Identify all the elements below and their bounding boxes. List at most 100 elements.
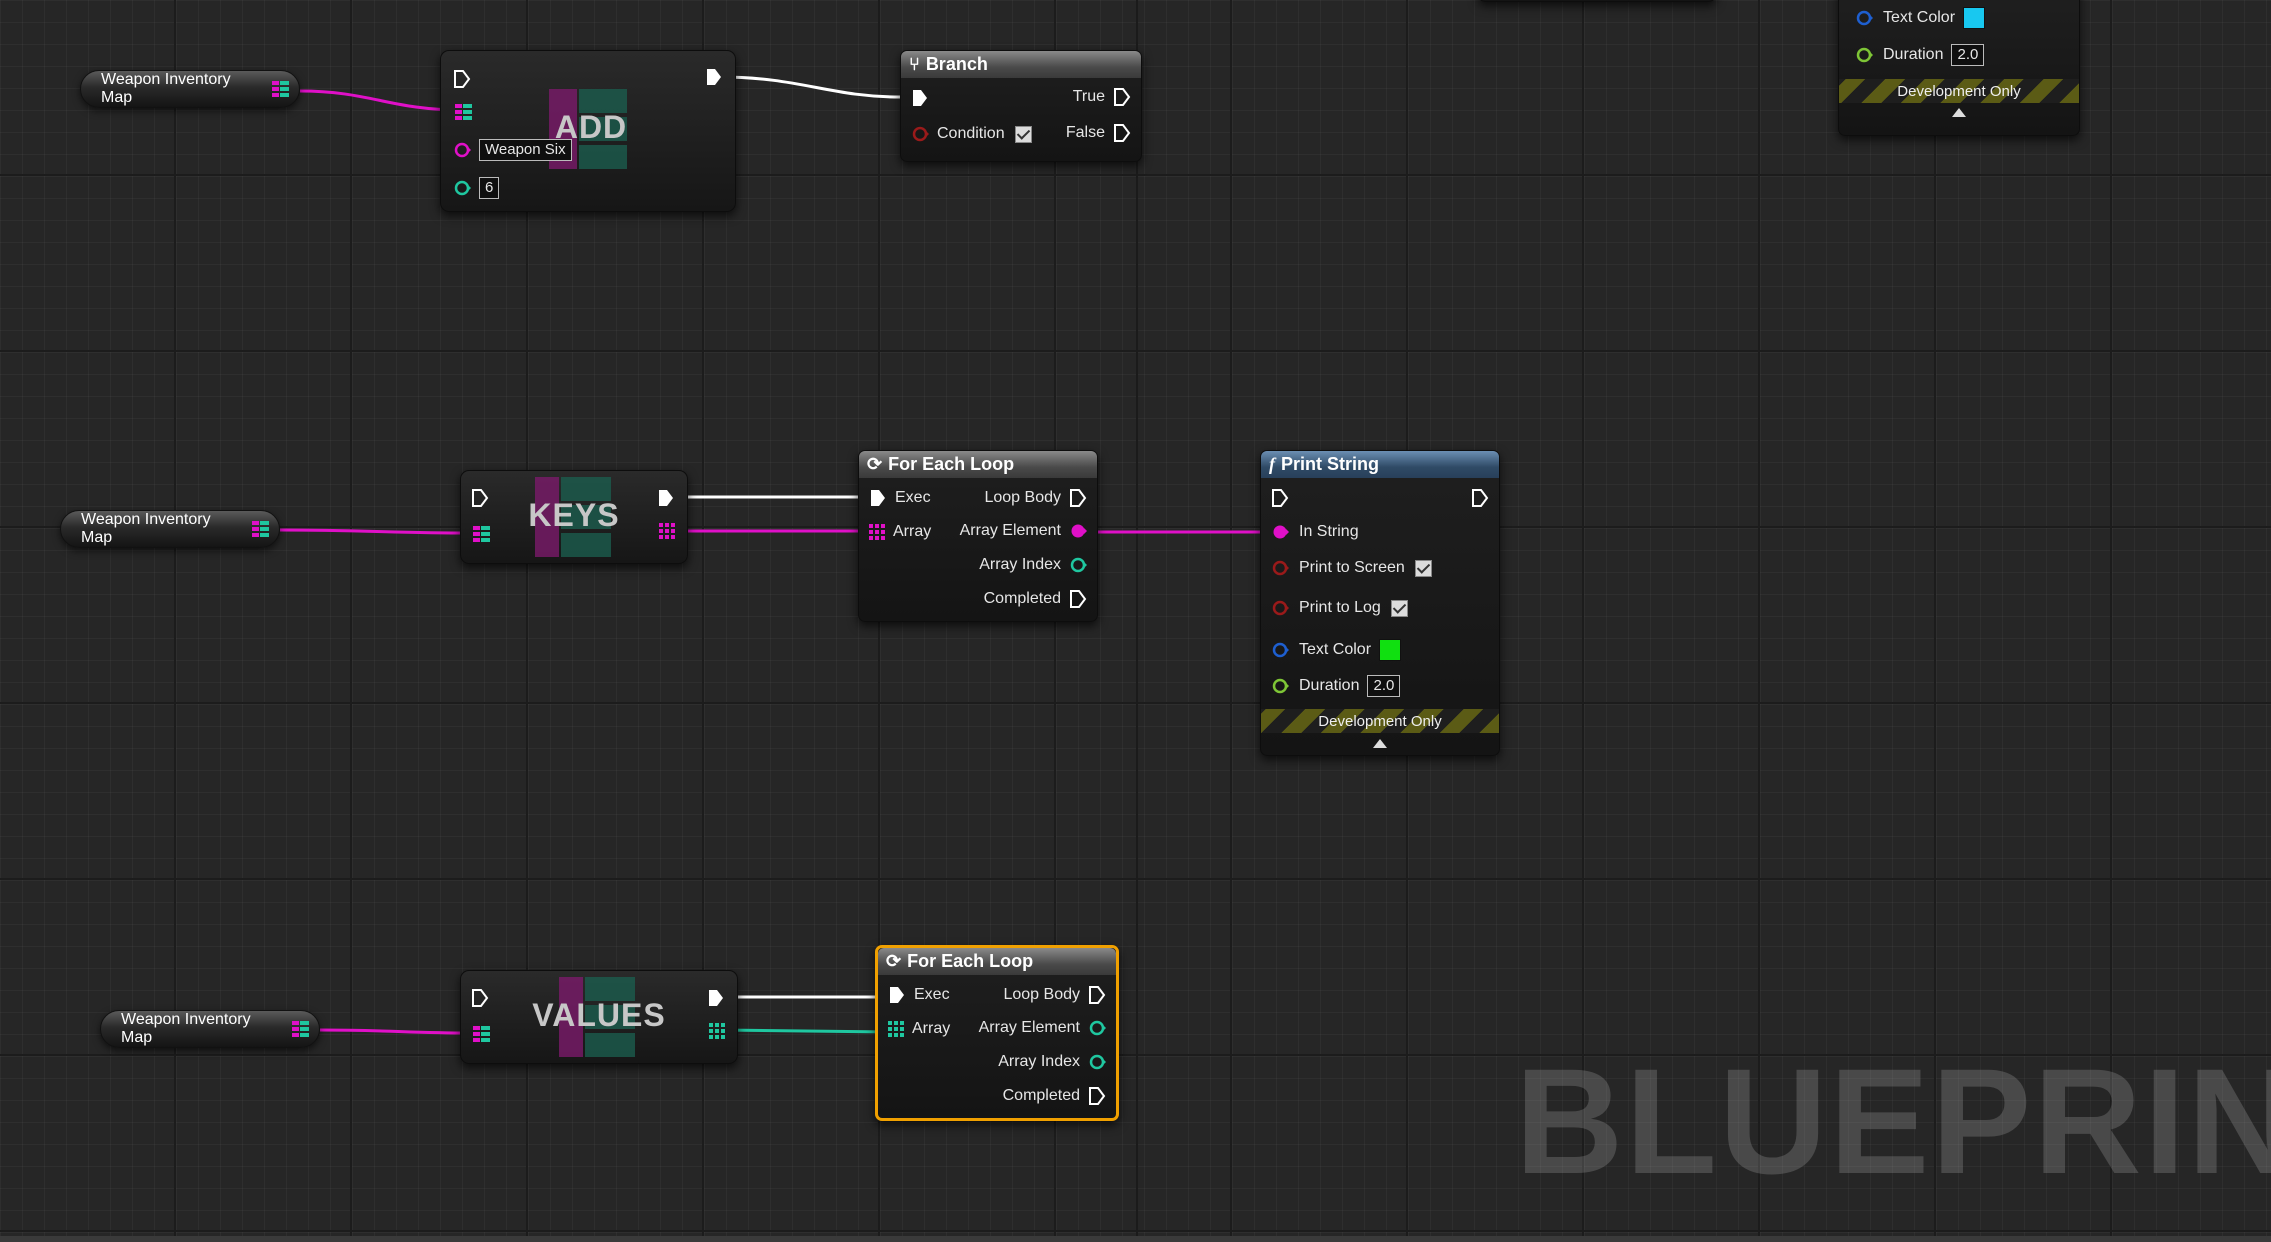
exec-false-pin-icon[interactable] [1113,123,1131,143]
weapon-inventory-map-var-3[interactable]: Weapon Inventory Map [100,1010,320,1048]
condition-checkbox[interactable] [1014,125,1032,143]
string-element-pin-icon[interactable] [1069,522,1087,540]
exec-out-pin-icon[interactable] [707,988,725,1008]
map-add-node[interactable]: ADD Weapon Six 6 [440,50,736,212]
print-log-checkbox[interactable] [1390,599,1408,617]
string-in-pin-icon[interactable] [1271,523,1289,541]
exec-out-pin-icon[interactable] [705,67,723,87]
print-screen-label: Print to Screen [1299,559,1405,576]
weapon-inventory-map-var-2[interactable]: Weapon Inventory Map [60,510,280,548]
loop-body-label: Loop Body [1003,986,1080,1003]
exec-in-pin-icon[interactable] [1271,488,1289,508]
print-string-node-partial[interactable]: Text Color Duration 2.0 Development Only [1838,0,2080,136]
array-index-row: Array Index [979,556,1087,574]
text-color-swatch[interactable] [1963,7,1986,29]
false-label: False [1065,124,1105,141]
loop-body-row: Loop Body [1003,985,1106,1005]
exec-in-pin-icon[interactable] [911,88,929,108]
array-out-pin-icon[interactable] [709,1023,725,1039]
completed-row: Completed [1003,1086,1106,1106]
exec-in-pin-icon[interactable] [471,988,489,1008]
var-label: Weapon Inventory Map [81,511,211,546]
expand-arrow-icon[interactable] [1373,739,1387,748]
foreach-loop-node-2[interactable]: ⟳ For Each Loop Exec Loop Body Array Arr… [875,945,1119,1121]
map-in-pin-icon[interactable] [473,525,491,543]
bool-pin-icon[interactable] [911,125,929,143]
exec-in-pin-icon[interactable] [471,488,489,508]
loop-body-row: Loop Body [984,488,1087,508]
expand-arrow-icon[interactable] [1952,108,1966,117]
float-pin-icon[interactable] [1855,46,1873,64]
completed-label: Completed [1002,1087,1080,1104]
branch-header: ⑂ Branch [901,51,1141,78]
exec-loop-body-pin-icon[interactable] [1069,488,1087,508]
print-screen-checkbox[interactable] [1414,559,1432,577]
branch-node[interactable]: ⑂ Branch True Condition False [900,50,1142,162]
branch-title: Branch [925,54,988,74]
struct-pin-icon[interactable] [1855,9,1873,27]
map-keys-node[interactable]: KEYS [460,470,688,564]
array-out-pin-icon[interactable] [659,523,675,539]
wire-map-values [319,1028,471,1035]
exec-row: Exec [869,488,931,508]
float-pin-icon[interactable] [1271,677,1289,695]
text-color-label: Text Color [1299,641,1372,658]
exec-true-pin-icon[interactable] [1113,87,1131,107]
map-values-node[interactable]: VALUES [460,970,738,1064]
print-log-row: Print to Log [1271,599,1408,617]
var-label: Weapon Inventory Map [121,1011,251,1046]
text-color-label: Text Color [1883,9,1956,26]
struct-pin-icon[interactable] [1271,641,1289,659]
array-index-label: Array Index [979,556,1061,573]
value-input[interactable]: 6 [479,177,500,199]
true-row: True [1073,87,1131,107]
duration-input[interactable]: 2.0 [1951,44,1985,66]
map-pin-icon[interactable] [271,80,290,98]
text-color-swatch[interactable] [1379,639,1402,661]
in-string-row: In String [1271,523,1359,541]
exec-in-pin-icon[interactable] [888,985,906,1005]
foreach-header: ⟳ For Each Loop [878,948,1116,975]
values-title: VALUES [532,997,666,1033]
completed-label: Completed [983,590,1061,607]
int-element-pin-icon[interactable] [1088,1019,1106,1037]
loop-icon: ⟳ [867,454,883,474]
key-input[interactable]: Weapon Six [479,139,572,161]
array-row: Array [869,523,931,541]
exec-completed-pin-icon[interactable] [1088,1086,1106,1106]
array-index-row: Array Index [998,1053,1106,1071]
exec-out-pin-icon[interactable] [657,488,675,508]
graph-divider [1136,0,1138,1242]
array-in-pin-icon[interactable] [888,1021,904,1037]
map-pin-icon[interactable] [251,520,270,538]
map-pin-icon[interactable] [291,1020,310,1038]
bool-pin-icon[interactable] [1271,559,1289,577]
map-in-pin-icon[interactable] [473,1025,491,1043]
int-pin-icon[interactable] [453,179,471,197]
duration-row: Duration 2.0 [1855,44,1985,66]
exec-completed-pin-icon[interactable] [1069,589,1087,609]
weapon-inventory-map-var-1[interactable]: Weapon Inventory Map [80,70,300,108]
array-in-pin-icon[interactable] [869,524,885,540]
bool-pin-icon[interactable] [1271,599,1289,617]
int-index-pin-icon[interactable] [1069,556,1087,574]
exec-loop-body-pin-icon[interactable] [1088,985,1106,1005]
loop-body-label: Loop Body [984,489,1061,506]
offscreen-node-edge [1478,0,1716,2]
loop-icon: ⟳ [886,951,902,971]
map-in-pin-icon[interactable] [455,103,473,121]
condition-label: Condition [937,125,1005,142]
function-icon: f [1269,454,1275,474]
duration-input[interactable]: 2.0 [1367,675,1401,697]
exec-in-pin-icon[interactable] [453,69,471,89]
true-label: True [1072,88,1105,105]
wire-array-values-foreach [721,1028,891,1034]
int-index-pin-icon[interactable] [1088,1053,1106,1071]
exec-out-pin-icon[interactable] [1471,488,1489,508]
exec-in-pin-icon[interactable] [869,488,887,508]
foreach-loop-node-1[interactable]: ⟳ For Each Loop Exec Loop Body Array Arr… [858,450,1098,622]
map-icon-deco [535,477,611,557]
array-element-label: Array Element [978,1019,1080,1036]
string-pin-icon[interactable] [453,141,471,159]
print-string-node[interactable]: f Print String In String Print to Screen… [1260,450,1500,756]
